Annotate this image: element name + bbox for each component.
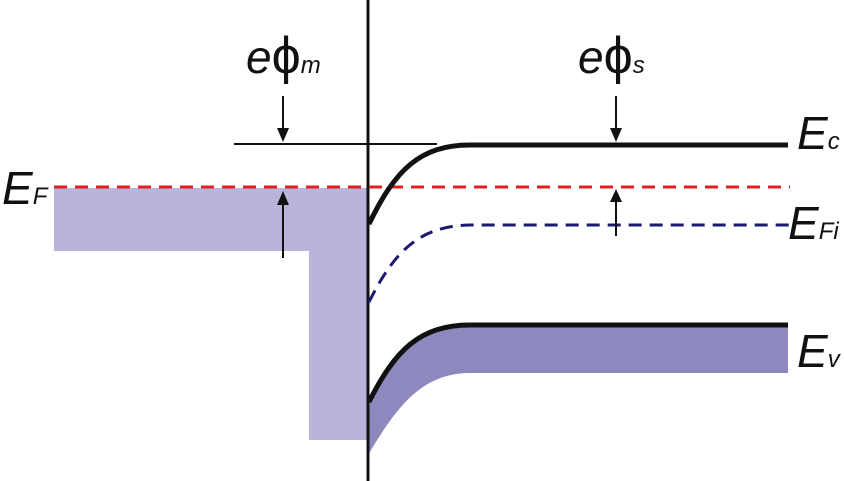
e-phi-s-label: eϕs [578, 30, 645, 82]
valence-band-edge [366, 322, 788, 404]
e-phi-s-phi: ϕ [603, 27, 633, 85]
valence-band-fill [368, 325, 788, 455]
conduction-band-edge [366, 142, 788, 226]
intrinsic-fermi-level-curve [367, 223, 790, 303]
e-phi-m-phi: ϕ [271, 27, 301, 85]
e-phi-s-e: e [578, 31, 604, 83]
e-c-sub: c [827, 128, 840, 155]
e-v-sub: v [827, 346, 840, 373]
phi-s-arrow [610, 96, 622, 142]
e-f-main: E [2, 162, 33, 214]
e-fi-main: E [788, 197, 819, 249]
phi-m-arrow [277, 96, 289, 142]
e-phi-m-e: e [246, 31, 272, 83]
metal-fill-region [54, 188, 368, 440]
e-phi-m-label: eϕm [246, 30, 321, 82]
metal-fermi-arrow [277, 191, 289, 258]
e-f-label: EF [2, 165, 47, 211]
e-v-main: E [797, 325, 828, 377]
e-f-sub: F [32, 183, 48, 210]
e-fi-label: EFi [788, 200, 839, 246]
e-c-label: Ec [797, 110, 840, 156]
fermi-offset-arrow [610, 189, 622, 236]
e-c-main: E [797, 107, 828, 159]
e-v-label: Ev [797, 328, 840, 374]
e-phi-s-sub: s [632, 52, 645, 79]
e-phi-m-sub: m [300, 52, 321, 79]
e-fi-sub: Fi [818, 218, 839, 245]
